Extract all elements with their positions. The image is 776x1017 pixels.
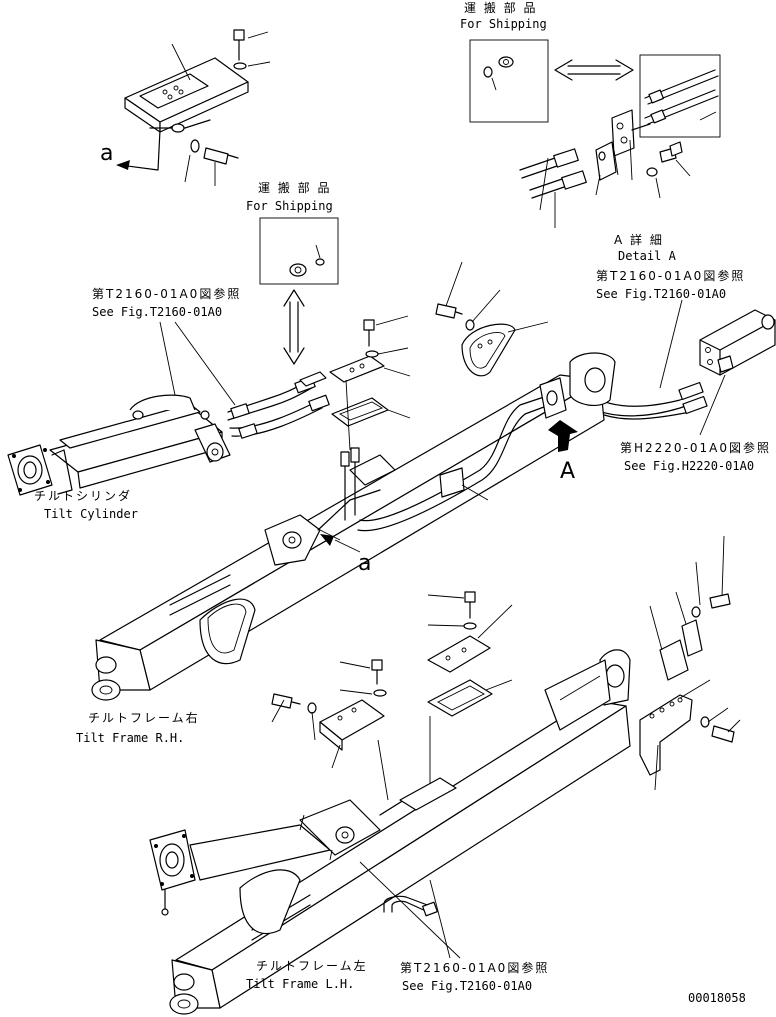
view-a-label-mid: a [358,551,371,576]
ref-t2160-bottom-jp: 第T2160-01A0図参照 [400,960,549,975]
top-cover-plate-group [116,29,271,186]
valve-block [699,309,776,376]
lower-cover-plates [271,591,513,801]
tilt-frame-rh-jp: チルトフレーム右 [88,710,200,725]
tilt-cylinder-en: Tilt Cylinder [44,507,138,521]
tilt-cylinder [7,394,231,496]
drawing-number: 00018058 [688,991,746,1005]
shipping-box-top [469,39,549,123]
tilt-frame-lh-en: Tilt Frame L.H. [246,977,354,991]
leader-ref-left-2 [174,321,236,406]
detail-a-hoses [519,109,717,228]
ref-t2160-right-jp: 第T2160-01A0図参照 [596,268,745,283]
arrow-view-a-mid [320,534,334,546]
ref-h2220-en: See Fig.H2220-01A0 [624,459,754,473]
upper-inspection-plate [435,261,549,377]
view-a-label-top: a [100,141,113,166]
leader-h2220 [699,374,726,436]
center-cover-plates [299,315,411,451]
leader-ref-left-1 [159,321,176,396]
arrow-a-label: A [560,459,575,484]
shipping-top-jp: 運 搬 部 品 [464,0,537,15]
ref-h2220-jp: 第H2220-01A0図参照 [620,440,771,455]
lower-right-bracket [639,535,741,791]
shipping-mid-en: For Shipping [246,199,333,213]
tilt-frame-lh [149,649,631,1015]
ref-t2160-left-jp: 第T2160-01A0図参照 [92,286,241,301]
detail-a-en: Detail A [618,249,677,263]
detail-a-jp: A 詳 細 [614,232,664,247]
ref-t2160-right-en: See Fig.T2160-01A0 [596,287,726,301]
lower-tube-part [359,861,461,959]
tilt-frame-lh-jp: チルトフレーム左 [256,958,368,973]
shipping-mid-jp: 運 搬 部 品 [258,180,331,195]
double-arrow-top [554,59,634,81]
double-arrow-mid [283,289,305,365]
ref-t2160-left-en: See Fig.T2160-01A0 [92,305,222,319]
arrow-a [548,420,578,452]
tilt-frame-rh [91,352,616,701]
leader-view-a-mid [334,539,361,553]
shipping-box-mid [259,217,339,285]
cylinder-hoses [227,376,330,439]
coupling-detail-box [639,54,721,138]
ref-t2160-bottom-en: See Fig.T2160-01A0 [402,979,532,993]
tilt-cylinder-jp: チルトシリンダ [34,488,132,503]
tilt-frame-rh-en: Tilt Frame R.H. [76,731,184,745]
shipping-top-en: For Shipping [460,17,547,31]
